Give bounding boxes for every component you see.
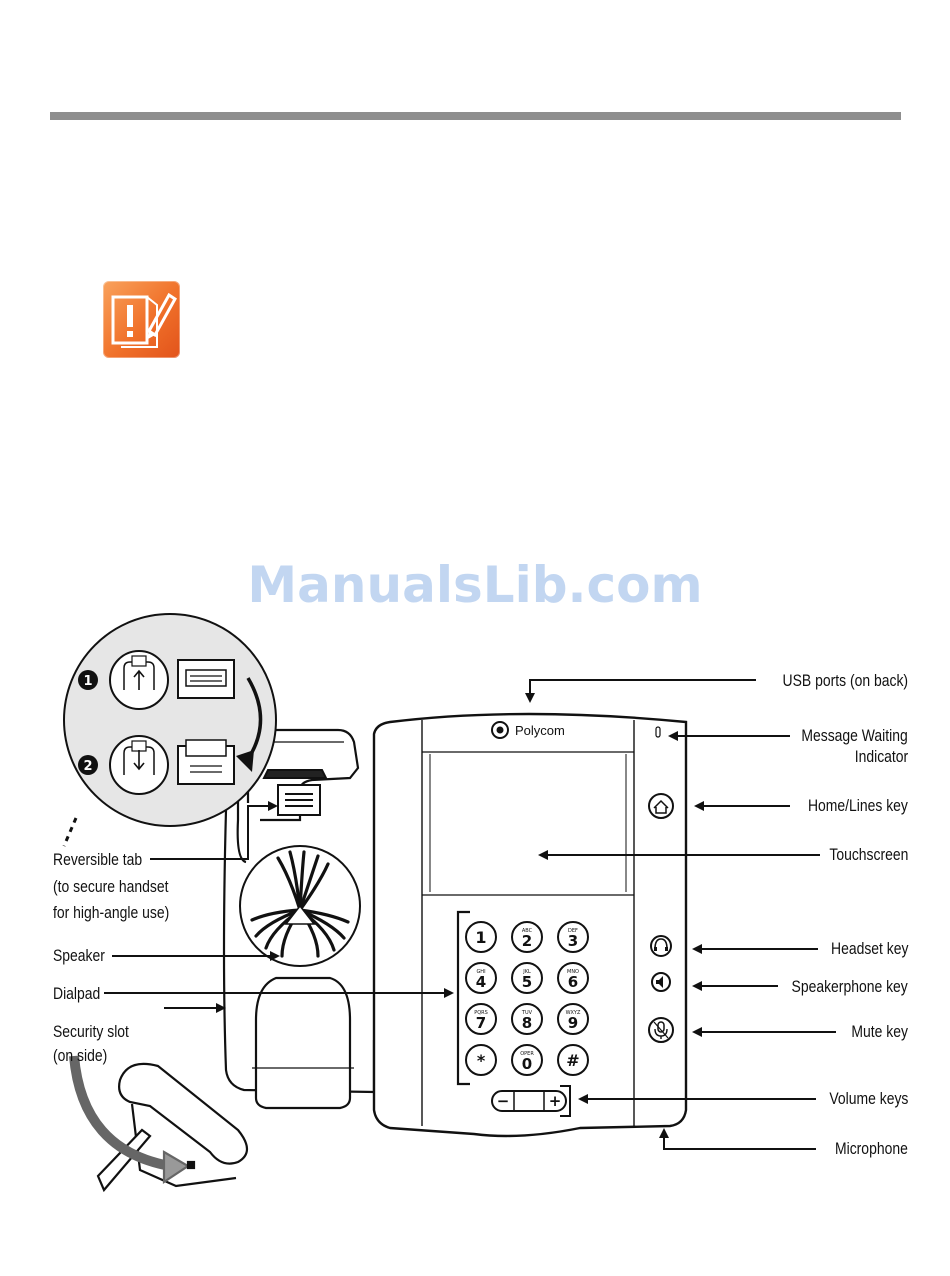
- dialpad-key-circle: [511, 921, 543, 953]
- label-reversible-tab-line1: Reversible tab: [53, 850, 143, 869]
- dialpad-key-digit: 0: [522, 1055, 532, 1073]
- dialpad-key-letters: JKL: [522, 969, 531, 975]
- label-dialpad: Dialpad: [53, 984, 101, 1003]
- dialpad-key-circle: [511, 962, 543, 994]
- dialpad-key-digit: 2: [522, 932, 532, 950]
- label-usb-ports: USB ports (on back): [782, 671, 908, 690]
- dialpad-key-circle: [465, 1003, 497, 1035]
- label-security-slot-line1: Security slot: [53, 1022, 129, 1041]
- dialpad-key-digit: 4: [476, 973, 486, 991]
- leader-lines: [104, 679, 836, 1150]
- speakerphone-key-icon: [651, 972, 671, 992]
- reversible-tab-part: [262, 769, 328, 816]
- dialpad-key-circle: [557, 1003, 589, 1035]
- label-reversible-tab-line2: (to secure handset: [53, 877, 169, 896]
- dialpad-key-digit: *: [477, 1051, 486, 1070]
- dialpad-key-letters: WXYZ: [566, 1010, 581, 1016]
- step-1-badge: 1: [83, 674, 92, 689]
- label-headset-key: Headset key: [830, 939, 908, 958]
- watermark: ManualsLib.com: [247, 556, 703, 614]
- tab-instruction-inset: [63, 613, 277, 827]
- dialpad-key-letters: MNO: [567, 969, 579, 975]
- dialpad-bracket: [456, 910, 470, 1086]
- dialpad-key-digit: 5: [522, 973, 532, 991]
- dialpad-key-letters: GHI: [476, 969, 485, 975]
- headset-key-icon: [650, 935, 672, 957]
- dialpad-key-circle: [511, 1044, 543, 1076]
- dialpad-key-letters: OPER: [520, 1051, 534, 1057]
- dialpad-key: *: [465, 1044, 497, 1076]
- handset-rest: [252, 976, 354, 1110]
- dialpad-key-circle: [557, 962, 589, 994]
- dialpad-key-digit: 6: [568, 973, 578, 991]
- label-speaker: Speaker: [53, 946, 105, 965]
- dialpad-key-digit: 7: [476, 1014, 486, 1032]
- inset-leader: [62, 817, 78, 847]
- label-mute-key: Mute key: [851, 1022, 908, 1041]
- polycom-logo-text: Polycom: [515, 723, 565, 738]
- dialpad-key: 1: [465, 921, 497, 953]
- dialpad-key-letters: DEF: [568, 928, 578, 934]
- label-security-slot-line2: (on side): [53, 1046, 108, 1065]
- speaker-grille: [239, 845, 361, 967]
- dialpad-key-circle: [511, 1003, 543, 1035]
- label-volume-keys: Volume keys: [828, 1089, 908, 1108]
- label-speakerphone-key: Speakerphone key: [791, 977, 908, 996]
- dialpad-key-digit: 8: [522, 1014, 532, 1032]
- label-touchscreen: Touchscreen: [828, 845, 908, 864]
- step-2-badge: 2: [83, 759, 92, 774]
- dialpad-key-circle: [557, 1044, 589, 1076]
- dialpad-key-circle: [465, 1044, 497, 1076]
- label-message-waiting-line2: Indicator: [854, 747, 908, 766]
- volume-keys: [491, 1085, 571, 1117]
- dialpad-key-digit: 1: [475, 928, 486, 947]
- dialpad-key-circle: [465, 962, 497, 994]
- dialpad-key-digit: 9: [568, 1014, 578, 1032]
- dialpad-key-letters: ABC: [522, 928, 533, 934]
- dialpad-key-circle: [557, 921, 589, 953]
- label-home-lines-key: Home/Lines key: [808, 796, 908, 815]
- polycom-logo-icon: [491, 721, 509, 739]
- label-reversible-tab-line3: for high-angle use): [53, 903, 170, 922]
- label-microphone: Microphone: [835, 1139, 908, 1158]
- note-icon: [103, 281, 180, 358]
- message-waiting-led: [655, 726, 661, 738]
- dialpad-key-digit: #: [566, 1051, 579, 1070]
- label-message-waiting-line1: Message Waiting: [801, 726, 908, 745]
- home-lines-key-icon: [648, 793, 674, 819]
- volume-minus-label: −: [497, 1092, 510, 1110]
- dialpad-key-digit: 3: [568, 932, 578, 950]
- header-rule: [50, 112, 901, 120]
- dialpad-key-circle: [465, 921, 497, 953]
- volume-plus-label: +: [549, 1092, 562, 1110]
- handset-with-security-slot: [69, 1055, 249, 1193]
- dialpad-key-letters: TUV: [521, 1010, 533, 1016]
- dialpad-key-letters: PQRS: [474, 1010, 488, 1016]
- dialpad-key: #: [557, 1044, 589, 1076]
- mute-key-icon: [648, 1017, 674, 1043]
